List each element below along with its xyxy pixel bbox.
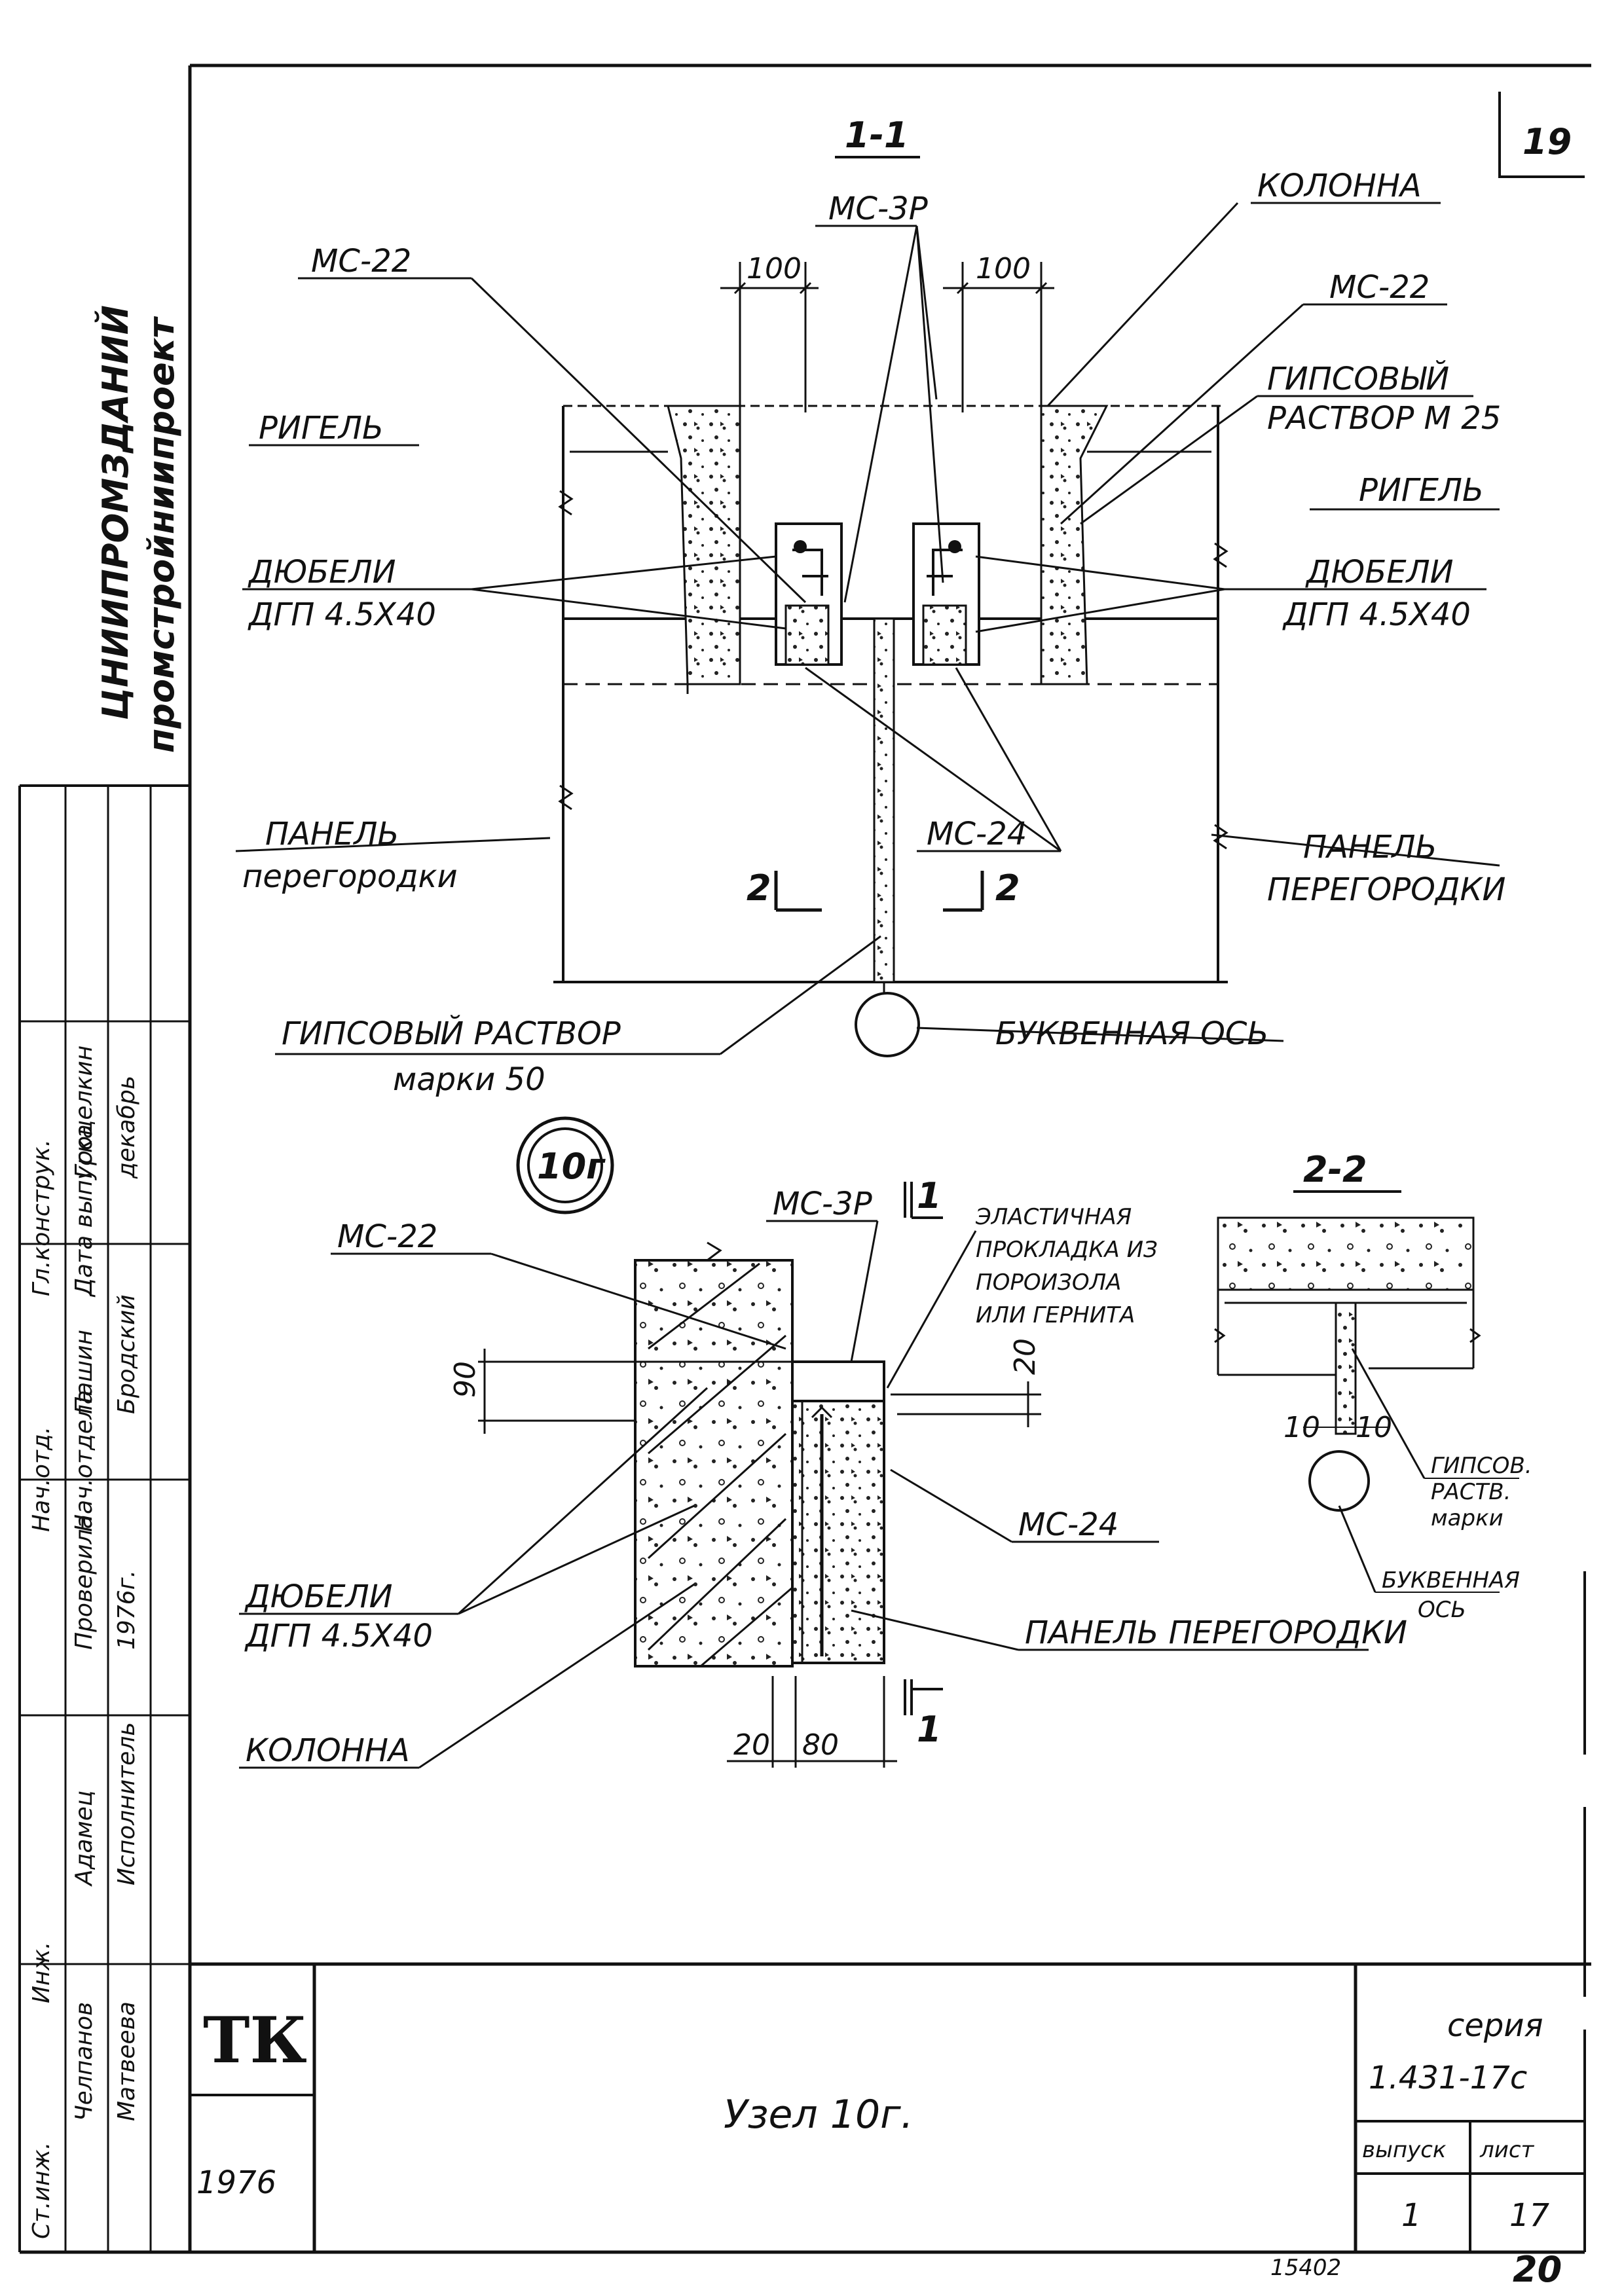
- list-label: лист: [1479, 2137, 1535, 2163]
- label-kolonna: КОЛОННА: [1257, 168, 1422, 204]
- dim-100-left: 100: [747, 252, 802, 285]
- plan-label-mc-24: МС-24: [1018, 1506, 1118, 1543]
- label-dubeli-right-2: ДГП 4.5Х40: [1282, 596, 1471, 633]
- sign-row-2-0: Инж.: [28, 1942, 55, 2003]
- gips-2-2-3: марки: [1431, 1505, 1504, 1531]
- vypusk-value: 1: [1401, 2197, 1422, 2234]
- sign-row-6-1: Пашин: [71, 1330, 98, 1414]
- elastic-pad-4: ИЛИ ГЕРНИТА: [976, 1302, 1135, 1328]
- sign-row-7-1: Бродский: [113, 1294, 140, 1414]
- label-dubeli-left-2: ДГП 4.5Х40: [248, 596, 436, 633]
- sign-row-0-1: Челпанов: [71, 2002, 98, 2121]
- dim-100-right: 100: [976, 252, 1031, 285]
- sign-row-3-1: Исполнитель: [113, 1722, 140, 1886]
- dim-80: 80: [802, 1728, 839, 1762]
- title-block: ТК 1976 Узел 10г. серия 1.431-17с выпуск…: [190, 1962, 1591, 2290]
- sign-row-4-1: Проверила: [71, 1514, 98, 1650]
- dim-20-bottom: 20: [733, 1728, 770, 1762]
- label-dubeli-left-1: ДЮБЕЛИ: [248, 554, 396, 591]
- sign-row-7-0: Нач.отдела: [71, 1390, 98, 1532]
- label-mc-24: МС-24: [927, 816, 1027, 852]
- elastic-pad-3: ПОРОИЗОЛА: [976, 1269, 1121, 1296]
- bukv-2-2-2: ОСЬ: [1418, 1597, 1466, 1623]
- plan-label-panel: ПАНЕЛЬ ПЕРЕГОРОДКИ: [1025, 1614, 1407, 1651]
- sheet-number-box: 19: [1498, 92, 1585, 178]
- label-gips-bottom-1: ГИПСОВЫЙ РАСТВОР: [282, 1015, 621, 1052]
- label-rigel-right: РИГЕЛЬ: [1359, 472, 1484, 509]
- sign-row-1-1: Матвеева: [113, 2001, 140, 2121]
- series-label: серия: [1447, 2007, 1543, 2044]
- elastic-pad-1: ЭЛАСТИЧНАЯ: [975, 1204, 1132, 1230]
- series-value: 1.431-17с: [1369, 2060, 1527, 2096]
- label-mc-22-left: МС-22: [311, 243, 411, 280]
- plan-section-1-1: 1 1 90 20 20 80 МС-3Р ЭЛАСТИЧНАЯ ПРОКЛАД…: [239, 1175, 1407, 1769]
- label-gips-rastvor-2: РАСТВОР М 25: [1267, 400, 1501, 437]
- footer-num: 20: [1513, 2249, 1562, 2290]
- label-bukv-os: БУКВЕННАЯ ОСЬ: [995, 1015, 1268, 1052]
- bukv-2-2-1: БУКВЕННАЯ: [1382, 1567, 1520, 1594]
- plan-label-dubeli-2: ДГП 4.5Х40: [244, 1618, 433, 1654]
- sign-row-0-0: Ст.инж.: [28, 2142, 55, 2239]
- dim-20-right: 20: [1008, 1338, 1042, 1375]
- node-mark: 10г: [516, 1116, 614, 1214]
- org-name-1: ЦНИИПРОМЗДАНИЙ: [95, 305, 136, 720]
- footer-code: 15402: [1270, 2255, 1341, 2281]
- cut-2-right: 2: [995, 867, 1020, 909]
- cut-1-top: 1: [917, 1175, 942, 1216]
- cut-2-left: 2: [747, 867, 771, 909]
- plan-label-kolonna: КОЛОННА: [246, 1732, 410, 1769]
- sign-row-9-0: Дата выпуска: [71, 1124, 98, 1298]
- section-2-2-title: 2-2: [1303, 1149, 1367, 1190]
- cut-1-bottom: 1: [917, 1709, 942, 1750]
- elastic-pad-2: ПРОКЛАДКА ИЗ: [976, 1237, 1158, 1263]
- gips-2-2-1: ГИПСОВ.: [1431, 1453, 1532, 1479]
- section-1-1-title: 1-1: [845, 115, 909, 156]
- sign-row-9-1: декабрь: [113, 1076, 140, 1179]
- gips-2-2-2: РАСТВ.: [1431, 1479, 1511, 1505]
- label-mc-3r: МС-3Р: [828, 191, 928, 227]
- list-value: 17: [1509, 2197, 1550, 2234]
- plan-label-dubeli-1: ДЮБЕЛИ: [244, 1578, 393, 1615]
- label-panel-left-2: перегородки: [242, 858, 458, 895]
- label-dubeli-right-1: ДЮБЕЛИ: [1305, 554, 1454, 591]
- node-mark-label: 10г: [537, 1146, 606, 1187]
- label-panel-right-2: ПЕРЕГОРОДКИ: [1267, 871, 1505, 908]
- left-margin-stamp: ЦНИИПРОМЗДАНИЙ промстройниипроект: [18, 305, 190, 2252]
- label-gips-rastvor-1: ГИПСОВЫЙ: [1267, 360, 1449, 397]
- label-mc-22-right: МС-22: [1329, 269, 1430, 306]
- section-1-1: 1-1 100 100: [235, 115, 1505, 1098]
- signature-rows: Ст.инж. Челпанов Матвеева Инж. Адамец Исполни…: [28, 1046, 140, 2239]
- sign-row-5-1: 1976г.: [113, 1570, 140, 1650]
- sheet-frame: [20, 64, 1591, 2254]
- plan-label-mc-3r: МС-3Р: [773, 1186, 872, 1222]
- vypusk-label: выпуск: [1362, 2137, 1447, 2163]
- logo-tk: ТК: [203, 2003, 307, 2077]
- sign-row-8-0: Гл.конструк.: [28, 1139, 55, 1296]
- sign-row-6-0: Нач.отд.: [28, 1427, 55, 1532]
- label-gips-bottom-2: марки 50: [393, 1061, 545, 1098]
- plan-label-mc-22: МС-22: [337, 1218, 437, 1255]
- title-year: 1976: [196, 2164, 276, 2201]
- sign-row-8-1: Гроцелкин: [71, 1046, 98, 1178]
- section-2-2: 2-2 10 10 ГИПСОВ. РАСТВ. марки БУКВЕННАЯ…: [1214, 1149, 1532, 1623]
- title-text: Узел 10г.: [724, 2092, 913, 2138]
- sign-row-2-1: Адамец: [71, 1791, 98, 1887]
- dim-90: 90: [449, 1361, 482, 1398]
- org-name-2: промстройниипроект: [141, 316, 182, 753]
- label-rigel-left: РИГЕЛЬ: [259, 410, 384, 446]
- sheet-number: 19: [1522, 121, 1572, 162]
